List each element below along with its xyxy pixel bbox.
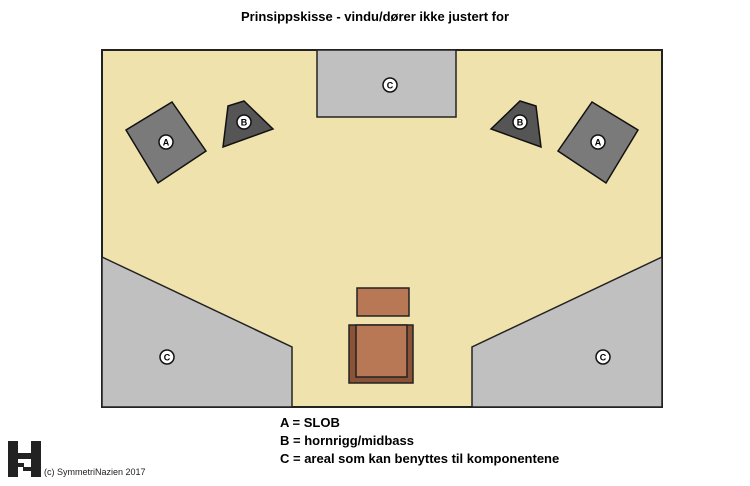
- label-c-left: C: [159, 349, 175, 365]
- legend-item-b: B = hornrigg/midbass: [280, 433, 414, 448]
- label-a-right: A: [590, 134, 606, 150]
- svg-text:B: B: [517, 118, 524, 128]
- legend: A = SLOB B = hornrigg/midbass C = areal …: [280, 414, 559, 468]
- chair-seat: [355, 324, 408, 378]
- svg-text:C: C: [387, 81, 394, 91]
- label-c-right: C: [595, 349, 611, 365]
- svg-text:A: A: [163, 138, 170, 148]
- svg-text:C: C: [164, 353, 171, 363]
- legend-item-a: A = SLOB: [280, 415, 340, 430]
- svg-text:C: C: [600, 353, 607, 363]
- legend-item-c: C = areal som kan benyttes til komponent…: [280, 451, 560, 466]
- symmetrinazien-logo: [8, 441, 41, 477]
- area-c-right: [471, 255, 663, 408]
- label-b-right: B: [512, 114, 528, 130]
- label-c-top: C: [382, 77, 398, 93]
- svg-text:A: A: [595, 138, 602, 148]
- label-a-left: A: [158, 134, 174, 150]
- area-c-top: [316, 49, 457, 118]
- area-c-left: [101, 255, 293, 408]
- label-b-left: B: [236, 114, 252, 130]
- svg-text:B: B: [241, 118, 248, 128]
- table: [356, 287, 410, 317]
- diagram-title: Prinsippskisse - vindu/dører ikke juster…: [240, 9, 510, 24]
- copyright-text: (c) SymmetriNazien 2017: [44, 467, 146, 477]
